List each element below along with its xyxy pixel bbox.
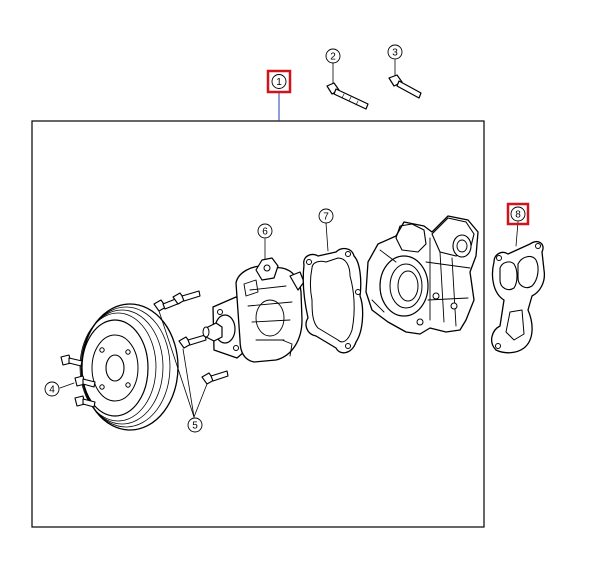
callout-7[interactable]: 7 xyxy=(318,208,334,224)
pump-bolts-5[interactable] xyxy=(153,290,229,418)
callout-3-label: 3 xyxy=(392,48,398,59)
water-pump[interactable] xyxy=(202,238,305,363)
callout-6-label: 6 xyxy=(262,227,268,238)
housing-gasket[interactable] xyxy=(490,221,546,354)
pump-housing[interactable] xyxy=(365,215,479,335)
callout-1[interactable]: 1 xyxy=(266,69,292,94)
pulley[interactable] xyxy=(79,303,179,431)
bolt-2[interactable] xyxy=(326,62,369,110)
assembly-frame xyxy=(31,120,485,528)
callout-8[interactable]: 8 xyxy=(506,202,530,226)
callout-2[interactable]: 2 xyxy=(325,48,341,64)
callout-7-label: 7 xyxy=(323,212,329,223)
bolt-3[interactable] xyxy=(388,59,422,99)
callout-4[interactable]: 4 xyxy=(44,381,60,397)
callout-1-highlight xyxy=(266,69,292,94)
callout-1-label: 1 xyxy=(276,77,282,88)
callout-5[interactable]: 5 xyxy=(187,417,203,433)
callout-6[interactable]: 6 xyxy=(257,223,273,239)
callout-5-label: 5 xyxy=(192,421,198,432)
callout-4-label: 4 xyxy=(49,385,55,396)
callout-8-highlight xyxy=(506,202,530,226)
gasket[interactable] xyxy=(302,222,364,354)
pulley-bolts-4[interactable] xyxy=(59,354,96,408)
callout-2-label: 2 xyxy=(330,52,336,63)
callout-8-label: 8 xyxy=(515,210,521,221)
callout-3[interactable]: 3 xyxy=(387,44,403,60)
